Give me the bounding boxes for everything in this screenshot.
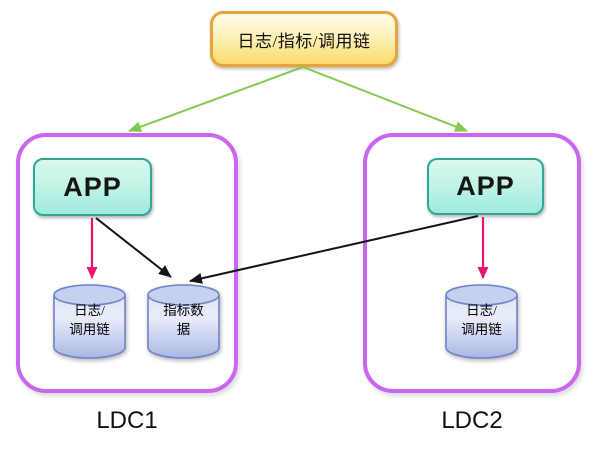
ldc2-label: LDC2 [441, 407, 503, 434]
ldc2-app-box: APP [427, 158, 544, 215]
ldc2-logs-trace-db: 日志/ 调用链 [445, 284, 518, 359]
ldc1-app-label: APP [63, 171, 122, 202]
source-box-label: 日志/指标/调用链 [237, 31, 371, 51]
database-cylinder-icon [445, 284, 518, 359]
ldc2-app-label: APP [456, 171, 515, 201]
ldc2-logs-trace-db-label: 日志/ 调用链 [461, 303, 502, 337]
edge-source-to-ldc2 [302, 66, 468, 132]
edge-source-to-ldc1 [128, 66, 304, 133]
ldc1-metrics-db-label: 指标数 据 [163, 303, 204, 337]
ldc1-logs-trace-db: 日志/ 调用链 [53, 284, 126, 359]
database-cylinder-icon [147, 284, 220, 359]
source-box: 日志/指标/调用链 [210, 11, 398, 67]
ldc1-metrics-db: 指标数 据 [147, 284, 220, 359]
ldc1-label: LDC1 [96, 407, 158, 434]
database-cylinder-icon [53, 284, 126, 359]
ldc1-logs-trace-db-label: 日志/ 调用链 [69, 303, 110, 337]
ldc1-app-box: APP [33, 158, 152, 216]
